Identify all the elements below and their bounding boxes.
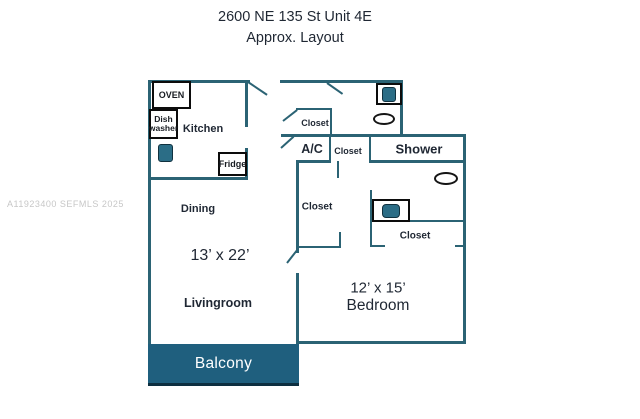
bathroom-door-swing bbox=[326, 82, 344, 95]
toilet-tank bbox=[376, 83, 402, 105]
room-label-bedroom: Bedroom bbox=[346, 297, 410, 314]
vanity-sink-icon bbox=[382, 203, 400, 218]
balcony-area: Balcony bbox=[148, 344, 299, 386]
wall-top-hall bbox=[280, 80, 403, 83]
room-label-living-dims: 13’ x 22’ bbox=[190, 247, 250, 264]
room-label-dining: Dining bbox=[180, 203, 216, 215]
wall-top-kitchen bbox=[148, 80, 250, 83]
fridge-label: Fridge bbox=[218, 159, 247, 169]
title-subtitle: Approx. Layout bbox=[246, 29, 344, 46]
wall-mid-horizontal bbox=[281, 134, 466, 137]
room-label-closet-hall: Closet bbox=[301, 201, 333, 213]
wall-ac-bottom bbox=[296, 160, 331, 163]
wall-shower-bottom bbox=[369, 160, 466, 163]
mls-watermark: A11923400 SEFMLS 2025 bbox=[7, 199, 124, 209]
dishwasher-box: Dish washer bbox=[149, 109, 178, 139]
wall-kitchen-right-upper bbox=[245, 80, 248, 127]
wall-bedroom-closet-bottom-left bbox=[370, 245, 385, 247]
wall-right bbox=[463, 134, 466, 344]
bathroom-sink-icon bbox=[434, 172, 458, 185]
wall-central-closet-jamb bbox=[339, 232, 341, 248]
room-label-balcony: Balcony bbox=[194, 354, 253, 372]
entry-door-swing bbox=[247, 81, 268, 96]
wall-hallcloset-top bbox=[296, 108, 332, 110]
hall-closet-door-swing bbox=[282, 109, 298, 122]
wall-bedroom-closet-bottom-right bbox=[455, 245, 466, 247]
wall-vanity-bottom bbox=[370, 220, 466, 222]
dishwasher-label: Dish washer bbox=[148, 113, 179, 133]
room-label-kitchen: Kitchen bbox=[182, 123, 224, 135]
central-closet-door-swing bbox=[286, 248, 299, 264]
room-label-shower: Shower bbox=[395, 141, 443, 157]
oven-label: OVEN bbox=[158, 90, 185, 100]
page-title: 2600 NE 135 St Unit 4E Approx. Layout bbox=[218, 7, 372, 48]
room-label-bedroom-dims: 12’ x 15’ bbox=[350, 279, 406, 297]
room-label-closet-bedroom: Closet bbox=[399, 230, 431, 242]
wall-bottom-bedroom bbox=[296, 341, 466, 344]
room-label-ac: A/C bbox=[301, 142, 323, 156]
room-label-closet-top: Closet bbox=[301, 118, 329, 128]
toilet-bowl-icon bbox=[373, 113, 395, 125]
wall-left bbox=[148, 80, 151, 346]
kitchen-sink-icon bbox=[158, 144, 173, 162]
room-label-closet-mid: Closet bbox=[334, 146, 362, 156]
wall-central-closet-left bbox=[296, 160, 299, 253]
wall-kitchen-bottom bbox=[148, 177, 248, 180]
wall-vanity-left bbox=[370, 190, 372, 247]
wall-central-closet-bottom bbox=[296, 246, 341, 248]
fridge-box: Fridge bbox=[218, 152, 247, 176]
wall-central-closet-top-jamb bbox=[337, 161, 339, 178]
oven-box: OVEN bbox=[152, 81, 191, 109]
ac-door-swing bbox=[280, 135, 295, 149]
wall-shower-left bbox=[369, 134, 371, 163]
toilet-tank-icon bbox=[382, 86, 396, 102]
wall-toilet-room-right bbox=[400, 80, 403, 137]
room-label-livingroom: Livingroom bbox=[183, 296, 253, 310]
wall-ac-right bbox=[329, 134, 331, 163]
title-address: 2600 NE 135 St Unit 4E bbox=[218, 9, 372, 25]
vanity-box bbox=[372, 199, 410, 222]
wall-divider-lower bbox=[296, 273, 299, 344]
wall-hallcloset-right bbox=[330, 108, 332, 136]
